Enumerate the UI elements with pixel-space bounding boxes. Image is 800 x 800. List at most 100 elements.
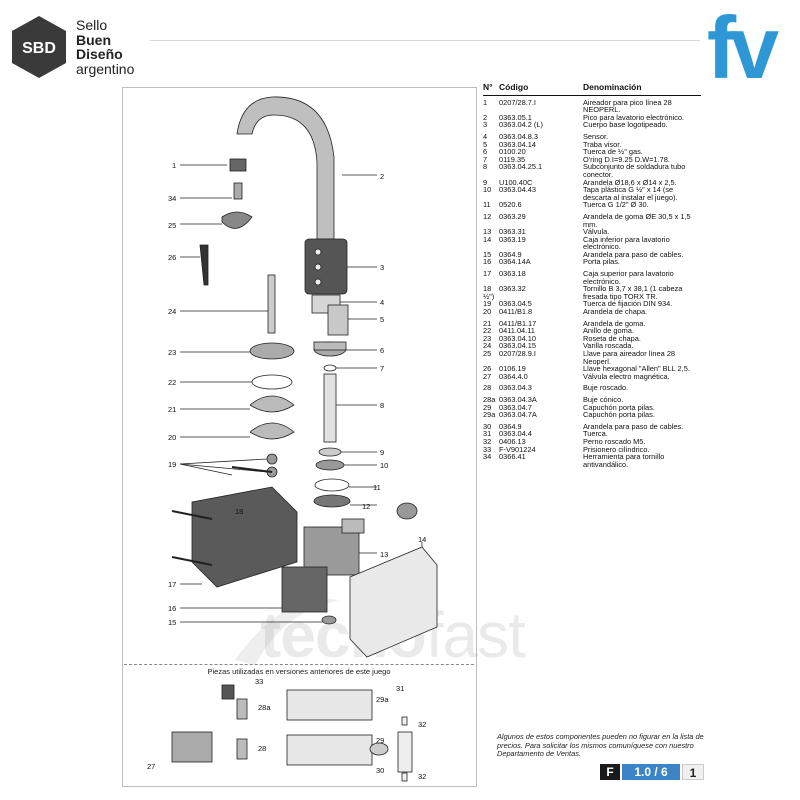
part-description: Sensor. [583, 131, 609, 141]
part-number: 23 [483, 333, 492, 343]
watermark-light: fast [425, 599, 526, 671]
callout-label: 6 [380, 346, 385, 355]
part-number: 34 [483, 452, 492, 462]
part-number: 1 [483, 97, 488, 107]
part-number: 20 [483, 307, 492, 317]
callout-label: 32 [418, 720, 427, 729]
callout-label: 31 [396, 684, 405, 693]
part-code: 0364.4.0 [499, 371, 528, 381]
callout-label: 23 [168, 348, 177, 357]
callout-label: 15 [168, 618, 177, 627]
part-description: Capuchón porta pilas. [583, 402, 655, 412]
part-code: 0119.35 [499, 154, 526, 164]
part-code: 0363.04.3 [499, 383, 532, 393]
part-description: Cuerpo base logotipeado. [583, 120, 668, 130]
col-name-header: Denominación [583, 83, 701, 96]
sbd-logo: SBD [12, 16, 66, 78]
part-number: 21 [483, 318, 492, 328]
part-description: Tapa plástica G ½" x 14 (se descarta al … [583, 185, 678, 202]
callout-label: 24 [168, 307, 177, 316]
part-number: 2 [483, 112, 488, 122]
callout-label: 26 [168, 253, 177, 262]
part-number: 12 [483, 211, 492, 221]
col-code-header: Código [499, 83, 583, 96]
part-number: 30 [483, 421, 492, 431]
exploded-diagram [171, 96, 438, 782]
part-description: Llave para aireador línea 28 Neoperl. [583, 349, 676, 366]
brand-line-1: Sello [76, 17, 108, 33]
part-number: 19 [483, 299, 492, 309]
part-number: 14 [483, 234, 492, 244]
part-code: 0363.04.10 [499, 333, 536, 343]
callout-label: 4 [380, 298, 385, 307]
callout-label: 30 [376, 766, 385, 775]
part-code: 0363.18 [499, 269, 526, 279]
part-code: 0406.13 [499, 436, 526, 446]
part-description: Tuerca G 1/2" Ø 30. [583, 200, 649, 210]
callout-label: 20 [168, 433, 177, 442]
part-code: 0363.04.2 (L) [499, 120, 543, 130]
part-code: 0363.04.8.3 [499, 131, 539, 141]
part-number: 28 [483, 383, 492, 393]
part-number: 29 [483, 402, 492, 412]
sensor-clip-part [327, 304, 349, 336]
part-number: 25 [483, 349, 492, 358]
part-description: Arandela Ø18,6 x Ø14 x 2,5. [583, 177, 677, 187]
part-number: 7 [483, 154, 488, 164]
part-number: 5 [483, 139, 488, 149]
part-description: Tuerca de fijación DIN 934. [583, 299, 673, 309]
part-number: 24 [483, 341, 492, 351]
part-description: Tuerca de ½" gas. [583, 147, 643, 157]
threaded-rod-part [267, 274, 276, 334]
table-row: 7 0119.35 O'ring D.I=9.25 D.W=1.78. [483, 156, 701, 164]
part-number: 28a [483, 394, 496, 404]
part-code: 0411/B1.8 [499, 307, 533, 317]
part-code: 0363.05.1 [499, 112, 532, 122]
callout-label: 17 [168, 580, 177, 589]
table-row: 27 0364.4.0 Válvula electro magnética. [483, 373, 701, 381]
brand-line-3: Diseño [76, 46, 123, 62]
callout-label: 19 [168, 460, 177, 469]
callout-label: 29 [376, 736, 385, 745]
part-description: O'ring D.I=9.25 D.W=1.78. [583, 154, 670, 164]
part-description: Válvula electro magnética. [583, 371, 670, 381]
part-number: 3 [483, 120, 488, 130]
callout-label: 5 [380, 315, 385, 324]
part-code: 0364.14A [499, 257, 531, 267]
body-base-part [304, 238, 348, 295]
part-number: 22 [483, 326, 492, 336]
part-number: 31 [483, 429, 492, 439]
part-number: 16 [483, 257, 492, 267]
part-description: Arandela para paso de cables. [583, 421, 684, 431]
part-description: Caja inferior para lavatorio electrónico… [583, 234, 670, 252]
part-description: Arandela de goma. [583, 318, 646, 328]
old-versions-separator [124, 664, 474, 665]
part-number: 10 [483, 185, 492, 195]
part-description: Varilla roscada. [583, 341, 634, 351]
callout-label: 1 [172, 161, 177, 170]
header-divider [150, 40, 700, 41]
callout-label: 14 [418, 535, 427, 544]
lower-box-part [349, 546, 438, 658]
callout-label: 16 [168, 604, 177, 613]
part-description: Llave hexagonal "Allen" BLL 2,5. [583, 364, 690, 374]
page-tag-sheet: 1 [682, 764, 704, 780]
part-code: 0363.04.7 [499, 402, 532, 412]
part-code: 0520.6 [499, 200, 522, 210]
brand-line-2: Buen [76, 31, 111, 48]
part-number: 27 [483, 371, 492, 381]
part-description: Buje roscado. [583, 383, 629, 393]
callout-label: 34 [168, 194, 177, 203]
old-versions-caption: Piezas utilizadas en versiones anteriore… [207, 667, 391, 676]
